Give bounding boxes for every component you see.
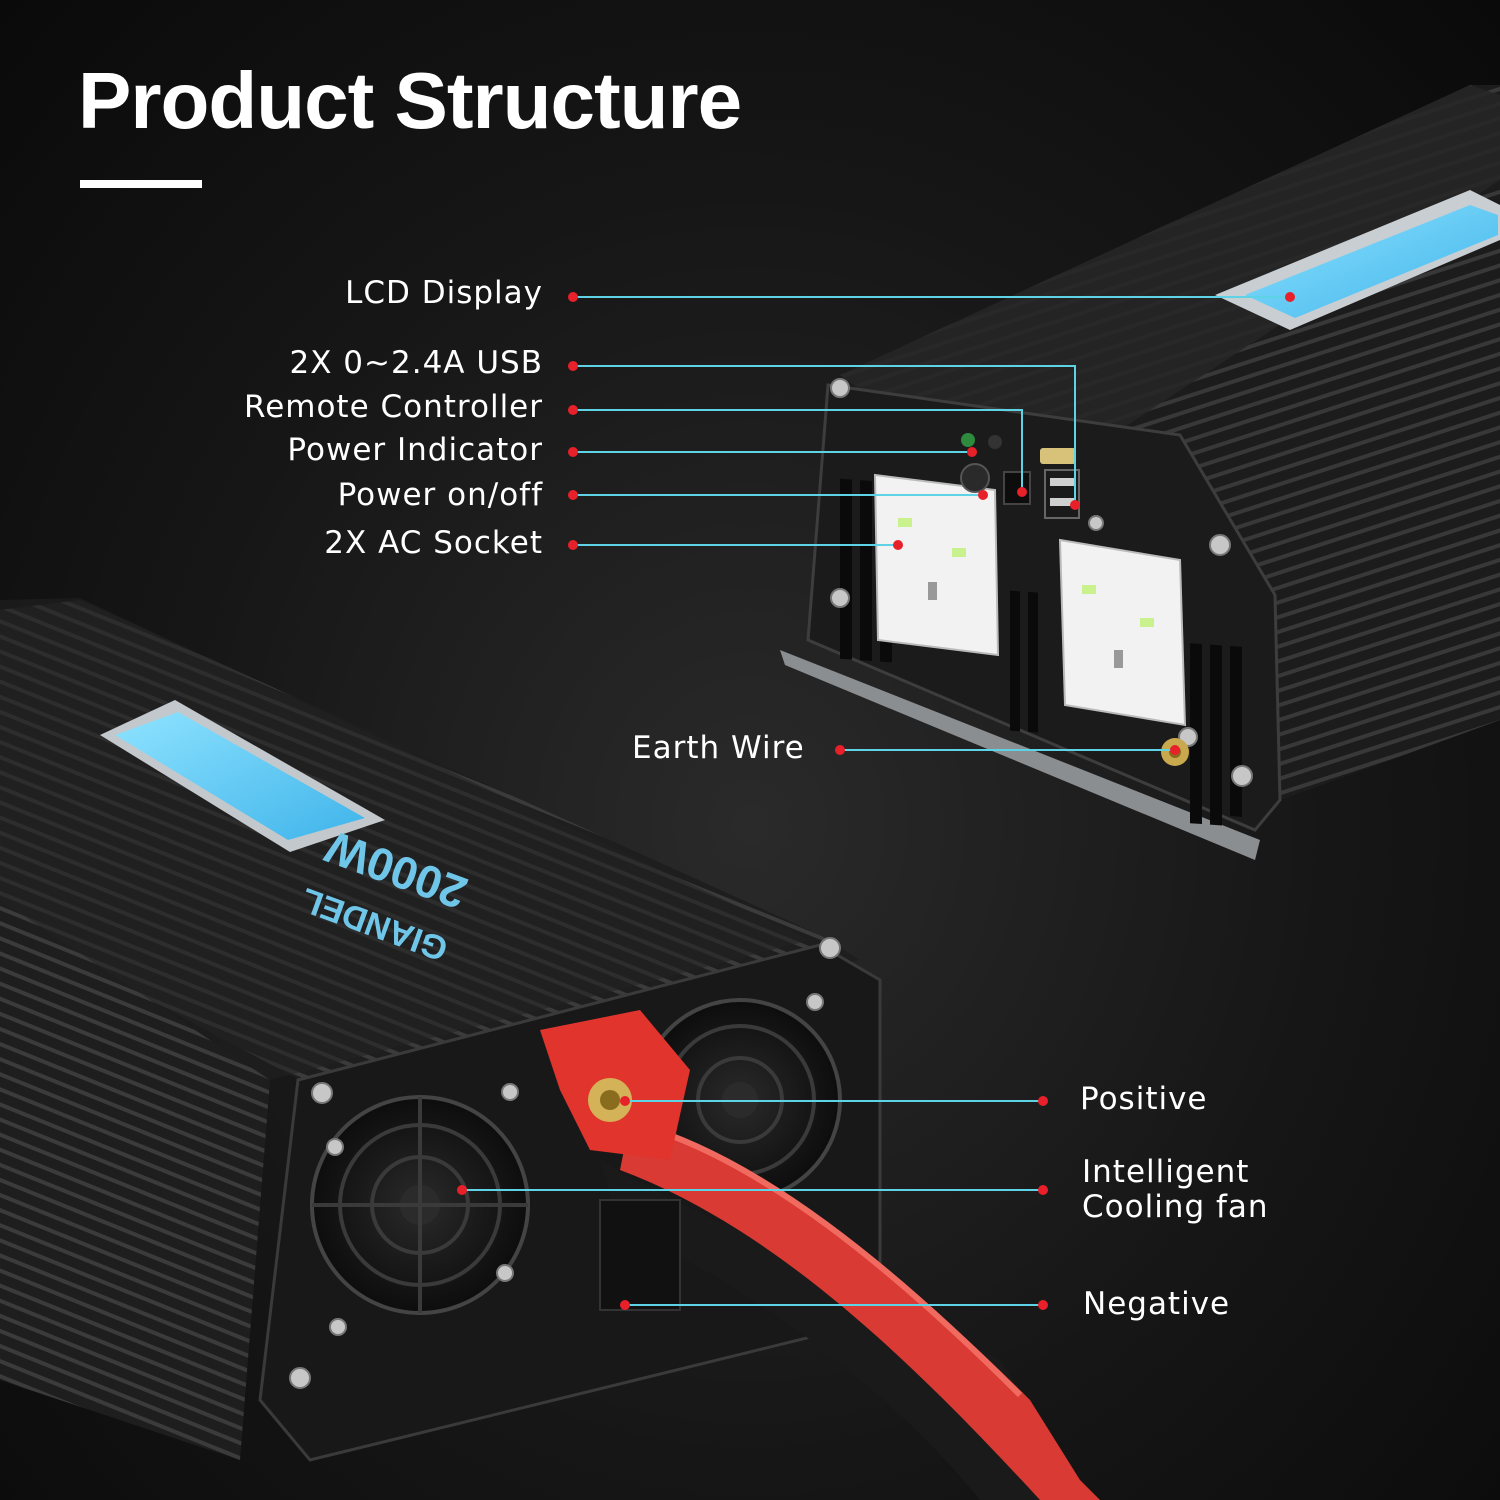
- negative-cable: [600, 1160, 1060, 1500]
- inverter-side-fins: [1230, 330, 1500, 800]
- inverter-ac-side: [780, 85, 1500, 860]
- label-ac-socket: 2X AC Socket: [324, 525, 543, 561]
- label-earth-wire: Earth Wire: [632, 730, 805, 766]
- label-usb: 2X 0~2.4A USB: [289, 345, 543, 381]
- leader-lines: [462, 296, 1290, 1306]
- label-negative: Negative: [1083, 1286, 1231, 1322]
- label-remote-controller: Remote Controller: [244, 389, 543, 425]
- usb-ports: [1044, 469, 1080, 519]
- label-lcd-display: LCD Display: [345, 275, 543, 311]
- protect-led: [988, 435, 1002, 449]
- page-title: Product Structure: [78, 56, 742, 145]
- power-button: [960, 463, 990, 493]
- inverter-dc-side: 2000W GIANDEL: [0, 598, 1100, 1500]
- label-power-indicator: Power Indicator: [287, 432, 543, 468]
- cooling-fan-left: [310, 1095, 530, 1315]
- label-power-onoff: Power on/off: [337, 477, 543, 513]
- title-underline: [80, 180, 202, 188]
- lcd-display-top: [1245, 205, 1498, 318]
- label-cooling-fan-line1: Intelligent: [1082, 1154, 1250, 1190]
- remote-port: [1003, 471, 1031, 505]
- ac-socket-2: [1058, 538, 1187, 727]
- mounting-foot: [780, 650, 1260, 860]
- lcd-display-dc: [115, 712, 365, 840]
- callout-dots: [457, 292, 1295, 1310]
- label-positive: Positive: [1080, 1081, 1208, 1117]
- label-cooling-fan-line2: Cooling fan: [1082, 1189, 1269, 1225]
- inverter-body-side: [0, 900, 270, 1460]
- positive-cable: [620, 1120, 1100, 1500]
- negative-terminal: [599, 1199, 681, 1311]
- power-led: [961, 433, 975, 447]
- ac-socket-1: [873, 473, 1000, 657]
